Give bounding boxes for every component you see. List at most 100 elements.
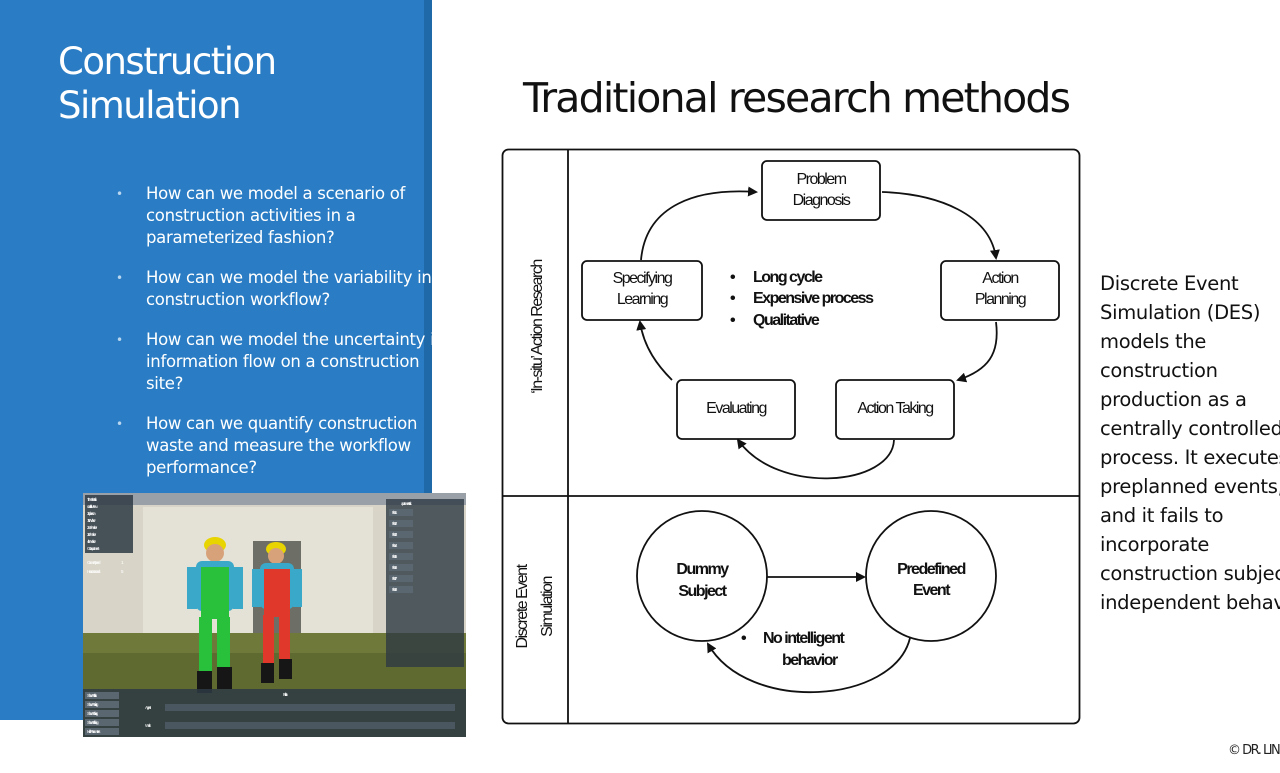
- simulation-scene: Time Sim Info controller Menu 3rdperson …: [83, 493, 466, 737]
- node-label: Subject: [678, 583, 727, 600]
- description-line: construction: [1100, 359, 1218, 382]
- node-dummy-subject: Dummy Subject: [636, 510, 768, 642]
- node-action-taking: Action Taking: [835, 379, 955, 440]
- description-line: preplanned events,: [1100, 475, 1280, 498]
- menu-item[interactable]: 4th Worker: [87, 539, 98, 544]
- control-menu-panel: [85, 495, 133, 553]
- menu-item[interactable]: controller Menu: [87, 504, 100, 509]
- show-painting-label: Show Painting: [87, 702, 99, 707]
- floor-label: Floor 5: [392, 554, 398, 559]
- hour-seconds-label: Hour = Seconds: [87, 569, 101, 574]
- section-label-des-line: Simulation: [539, 577, 556, 637]
- arrow-planning-to-taking: [956, 321, 998, 383]
- des-bullet-line: behavior: [782, 652, 838, 669]
- menu-item[interactable]: Go to apartment: [87, 546, 101, 551]
- description-line: and it fails to: [1100, 504, 1224, 527]
- worker-red: [252, 542, 302, 683]
- agent-parameters-bar[interactable]: [165, 704, 455, 711]
- cycle-characteristics-list: • Long cycle • Expensive process • Quali…: [730, 269, 876, 329]
- game-speed-label: Game Speed: [87, 560, 101, 565]
- floor-button[interactable]: [389, 509, 413, 516]
- worker-green: [187, 537, 243, 693]
- description-line: Discrete Event: [1100, 272, 1239, 295]
- cycle-bullet: Expensive process: [753, 290, 874, 307]
- description-line: process. It executes: [1100, 446, 1280, 469]
- agent-label: Agent: [145, 705, 152, 710]
- floor-button[interactable]: [389, 542, 413, 549]
- node-label: Problem: [796, 171, 846, 188]
- menu-item[interactable]: 3rdperson: [87, 511, 98, 516]
- cycle-bullet: Long cycle: [753, 269, 823, 286]
- copyright-notice: © DR. LING MA: [1228, 743, 1280, 758]
- arrow-evaluating-to-learning: [636, 320, 673, 381]
- show-flooring-label: Show Flooring: [87, 711, 99, 716]
- question-text: How can we model the variability in cons…: [146, 268, 432, 309]
- des-bullet-line: No intelligent: [763, 630, 846, 647]
- bullet-icon: •: [730, 269, 736, 286]
- node-label: Action Taking: [857, 400, 933, 417]
- bullet-icon: •: [116, 187, 123, 201]
- simulation-screenshot: Time Sim Info controller Menu 3rdperson …: [83, 493, 466, 737]
- floor-label: Floor 2: [392, 521, 398, 526]
- bullet-icon: •: [741, 630, 747, 647]
- node-label: Action: [982, 270, 1018, 287]
- sidebar-title-line: Simulation: [58, 84, 242, 127]
- node-specifying-learning: Specifying Learning: [581, 260, 703, 321]
- floor-button[interactable]: [389, 520, 413, 527]
- description-line: independent behavior.: [1100, 591, 1280, 614]
- show-partition-label: Show Partition: [87, 693, 98, 698]
- floor-button[interactable]: [389, 564, 413, 571]
- description-line: Simulation (DES): [1100, 301, 1261, 324]
- show-painting-button[interactable]: [85, 701, 119, 708]
- question-text: How can we model the uncertainty in info…: [146, 330, 445, 393]
- description-line: centrally controlled: [1100, 417, 1280, 440]
- node-problem-diagnosis: Problem Diagnosis: [761, 160, 881, 221]
- question-text: How can we quantify construction waste a…: [146, 414, 418, 477]
- menu-item[interactable]: Time Sim Info: [87, 497, 99, 502]
- show-flooring-button[interactable]: [85, 710, 119, 717]
- list-item: • How can we model the uncertainty in inf…: [116, 329, 446, 395]
- sidebar-title-line: Construction: [58, 40, 277, 83]
- description-line: models the: [1100, 330, 1207, 353]
- floor-label: Floor 6: [392, 565, 398, 570]
- menu-item[interactable]: 1st Worker: [87, 518, 98, 523]
- floor-label: Floor 3: [392, 532, 398, 537]
- node-label: Evaluating: [706, 400, 766, 417]
- bullet-icon: •: [116, 333, 123, 347]
- menu-item[interactable]: 3rd Worker: [87, 532, 98, 537]
- bullet-icon: •: [730, 290, 736, 307]
- research-methods-diagram: ‘In-situ’ Action Research Discrete Event…: [501, 148, 1081, 725]
- arrow-diagnosis-to-planning: [881, 191, 1000, 260]
- apartments-header: apartments List: [401, 501, 412, 506]
- floor-label: Floor 4: [392, 543, 398, 548]
- floor-label: Floor 7: [392, 576, 398, 581]
- node-label: Dummy: [676, 561, 729, 578]
- show-partition-button[interactable]: [85, 692, 119, 699]
- node-action-planning: Action Planning: [940, 260, 1060, 321]
- description-line: production as a: [1100, 388, 1247, 411]
- sky-strip: [83, 493, 466, 505]
- node-evaluating: Evaluating: [676, 379, 796, 440]
- arrow-event-to-subject: [707, 637, 911, 693]
- floor-button[interactable]: [389, 553, 413, 560]
- description-line: construction subjects’: [1100, 562, 1280, 585]
- floor-button[interactable]: [389, 586, 413, 593]
- work-parameters-bar[interactable]: [165, 722, 455, 729]
- floor-button[interactable]: [389, 531, 413, 538]
- list-item: •How can we model the variability in con…: [116, 267, 446, 311]
- node-label: Diagnosis: [793, 192, 851, 209]
- section-label-des-line: Discrete Event: [514, 563, 531, 648]
- list-item: • How can we quantify construction waste …: [116, 413, 446, 479]
- bullet-icon: •: [116, 417, 123, 431]
- menu-item[interactable]: 2nd Worker: [87, 525, 99, 530]
- node-label: Event: [913, 582, 951, 599]
- floor-button[interactable]: [389, 575, 413, 582]
- node-label: Planning: [975, 291, 1026, 308]
- node-predefined-event: Predefined Event: [865, 510, 997, 642]
- question-text: How can we model a scenario of construct…: [146, 184, 405, 247]
- research-questions-list: • How can we model a scenario of construc…: [116, 183, 446, 497]
- parameters-panel: [83, 689, 466, 737]
- cycle-bullet: Qualitative: [753, 312, 820, 329]
- section-label-action-research: ‘In-situ’ Action Research: [529, 260, 546, 394]
- node-label: Specifying: [613, 270, 672, 287]
